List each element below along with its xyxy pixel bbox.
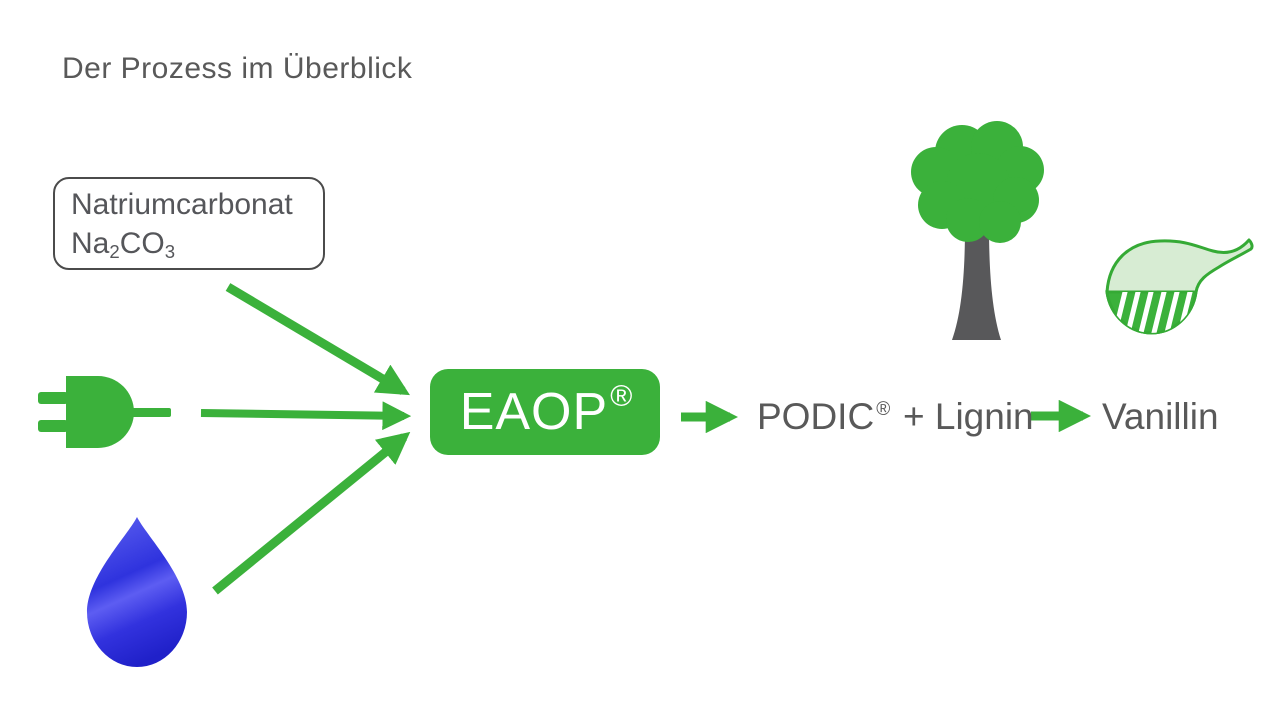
- water-drop-icon: [87, 517, 187, 667]
- arrow-water-to-eaop: [212, 431, 411, 595]
- sodium-carbonate-box: Natriumcarbonat Na2CO3: [53, 177, 325, 270]
- plug-icon: [38, 376, 171, 448]
- eaop-label: EAOP: [459, 383, 609, 441]
- arrow-plug-to-eaop: [200, 401, 412, 431]
- podic-label: PODIC®: [757, 396, 891, 437]
- eaop-process-box: EAOP®: [430, 369, 660, 455]
- eaop-registered-mark: ®: [610, 380, 633, 413]
- sodium-carbonate-formula: Na2CO3: [71, 227, 176, 263]
- page-title: Der Prozess im Überblick: [62, 52, 413, 85]
- tree-icon: [911, 121, 1044, 340]
- lignin-label: + Lignin: [903, 396, 1034, 437]
- arrow-carbonate-to-eaop: [225, 283, 410, 396]
- sodium-carbonate-name: Natriumcarbonat: [71, 188, 293, 221]
- vanilla-pod-icon: [1105, 238, 1254, 335]
- vanillin-label: Vanillin: [1102, 396, 1219, 437]
- podic-registered-mark: ®: [876, 399, 891, 420]
